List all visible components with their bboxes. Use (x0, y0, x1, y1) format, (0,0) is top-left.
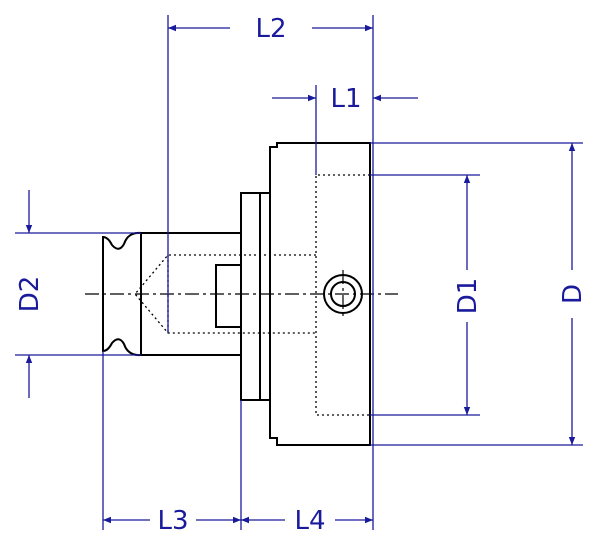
collar-flange (240, 192, 271, 401)
centerlines (85, 270, 398, 318)
hidden-lines (134, 174, 370, 416)
label-D2: D2 (15, 276, 45, 313)
body-bore-hidden (315, 174, 370, 416)
main-body (269, 142, 371, 446)
dimension-lines (15, 15, 583, 530)
label-L3: L3 (157, 506, 188, 536)
label-L4: L4 (294, 506, 325, 536)
label-D1: D1 (453, 278, 483, 315)
label-D: D (558, 284, 588, 304)
label-L1: L1 (330, 84, 361, 114)
label-L2: L2 (255, 14, 286, 44)
part-outline (102, 142, 371, 446)
drive-slot (215, 264, 242, 328)
dimension-labels: L2 L1 L3 L4 D D1 D2 (15, 14, 588, 536)
